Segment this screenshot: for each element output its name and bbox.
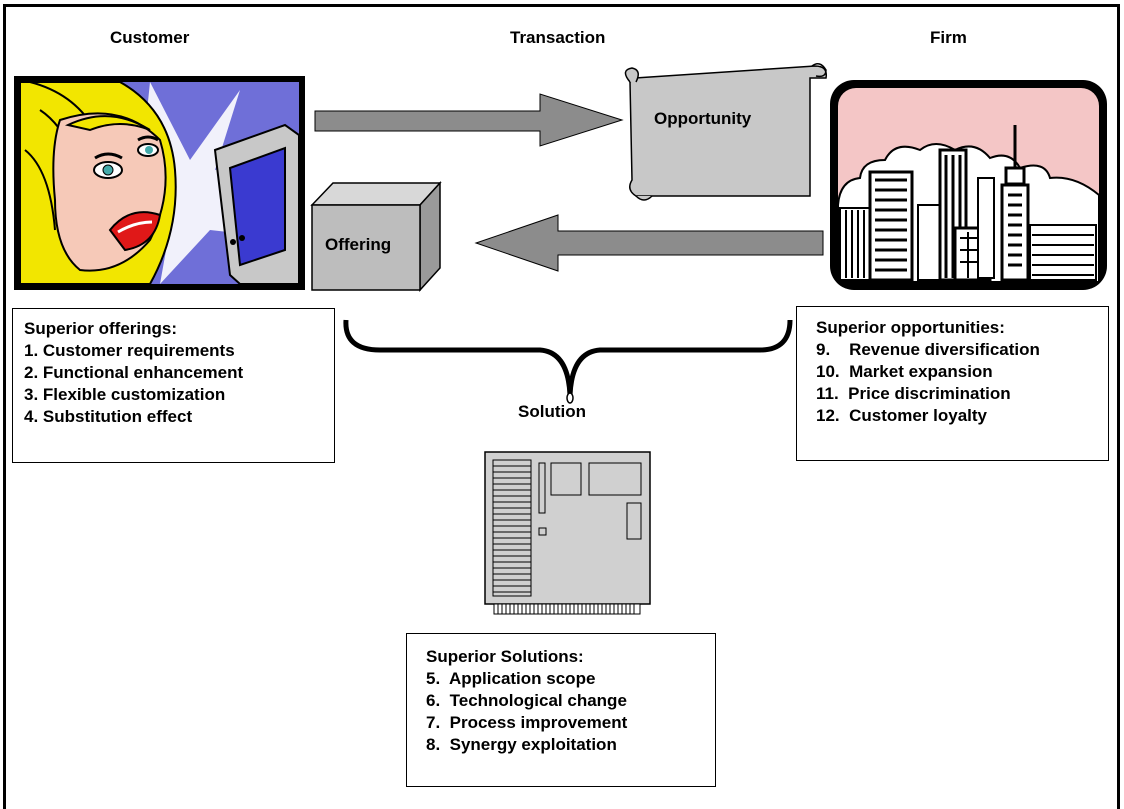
header-firm: Firm [930, 28, 967, 47]
superior-solutions-list: 5. Application scope 6. Technological ch… [426, 668, 715, 756]
woman-at-computer-icon [14, 76, 305, 290]
list-item: 7. Process improvement [426, 713, 628, 732]
curly-brace-icon [343, 319, 793, 396]
list-item: 9. Revenue diversification [816, 340, 1040, 359]
offering-label: Offering [325, 235, 392, 254]
solution-label: Solution [518, 402, 586, 421]
list-item: 8. Synergy exploitation [426, 735, 617, 754]
city-skyline-icon [830, 80, 1107, 290]
list-item: 5. Application scope [426, 669, 596, 688]
header-customer: Customer [110, 28, 190, 47]
superior-opportunities-box: Superior opportunities: 9. Revenue diver… [796, 306, 1109, 461]
list-item: 11. Price discrimination [816, 384, 1011, 403]
scroll-icon [624, 63, 828, 201]
list-item: 12. Customer loyalty [816, 406, 988, 425]
header-transaction: Transaction [510, 28, 606, 47]
list-item: 4. Substitution effect [24, 407, 193, 426]
list-item: 2. Functional enhancement [24, 363, 244, 382]
superior-opportunities-title: Superior opportunities: [816, 318, 1005, 337]
box-icon [310, 181, 442, 292]
superior-solutions-title: Superior Solutions: [426, 647, 584, 666]
superior-solutions-box: Superior Solutions: 5. Application scope… [406, 633, 716, 787]
opportunity-label: Opportunity [654, 109, 752, 128]
diagram-frame [3, 4, 1120, 809]
superior-opportunities-list: 9. Revenue diversification 10. Market ex… [816, 339, 1108, 427]
superior-offerings-list: 1. Customer requirements 2. Functional e… [24, 340, 334, 428]
list-item: 1. Customer requirements [24, 341, 235, 360]
superior-offerings-title: Superior offerings: [24, 319, 178, 338]
list-item: 3. Flexible customization [24, 385, 226, 404]
circuit-board-icon [484, 451, 651, 615]
list-item: 10. Market expansion [816, 362, 993, 381]
arrow-to-opportunity [314, 93, 624, 147]
list-item: 6. Technological change [426, 691, 627, 710]
arrow-to-offering [474, 214, 824, 272]
superior-offerings-box: Superior offerings: 1. Customer requirem… [12, 308, 335, 463]
